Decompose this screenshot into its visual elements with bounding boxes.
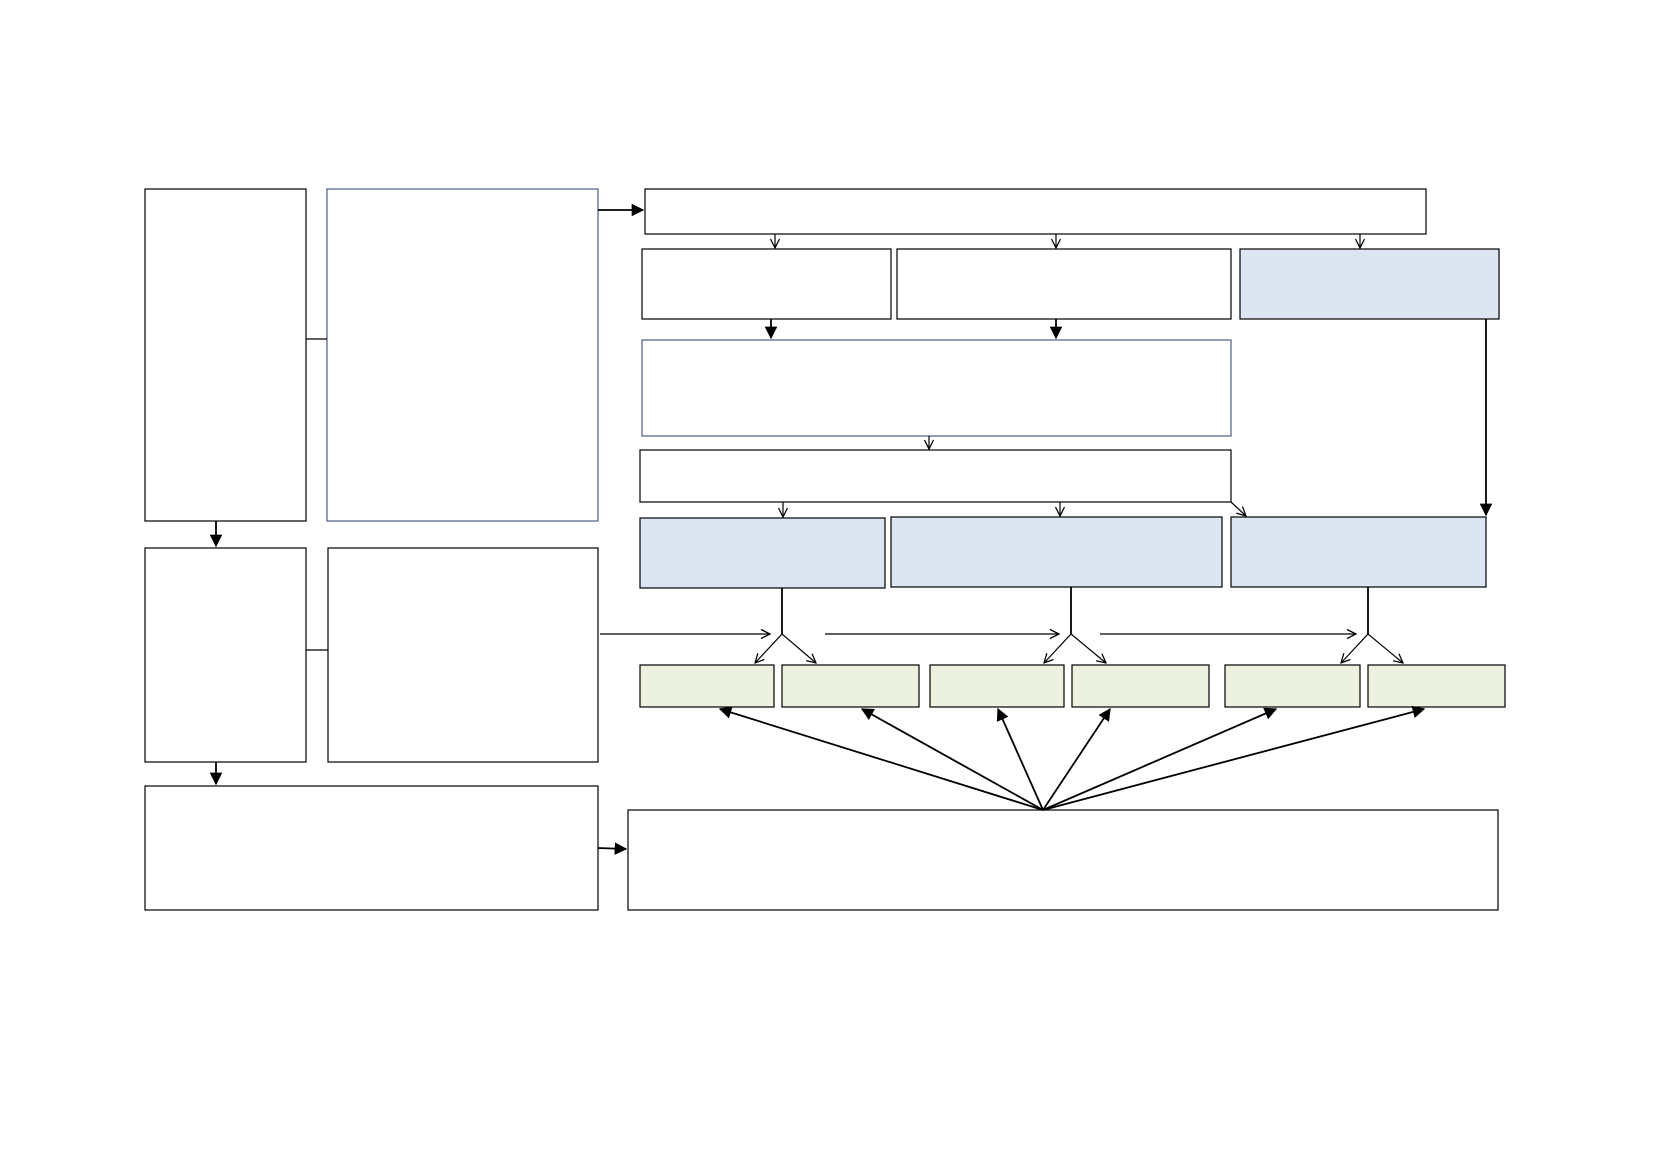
row3-box xyxy=(641,339,1232,437)
arrow-bottom-to-leaf-6 xyxy=(1042,705,1426,811)
fork-row5-a-right xyxy=(781,633,816,663)
arrow-bottom-to-leaf-2 xyxy=(860,708,1044,811)
leaf-4-box xyxy=(1071,664,1210,708)
top-wide-box xyxy=(644,188,1427,235)
fork-row5-b-right xyxy=(1070,633,1106,663)
left-top-detail-box xyxy=(326,188,599,522)
row2-b-box xyxy=(896,248,1232,320)
left-top-box xyxy=(144,188,307,522)
arrow-bottom-to-leaf-4 xyxy=(1042,707,1111,811)
leaf-2-box xyxy=(781,664,920,708)
row5-c-box xyxy=(1230,516,1487,588)
left-middle-detail-box xyxy=(327,547,599,763)
bottom-wide-box xyxy=(627,809,1499,911)
arrow-bottom-to-leaf-5 xyxy=(1042,707,1278,811)
fork-row5-c-left xyxy=(1341,633,1369,663)
row2-c-box xyxy=(1239,248,1500,320)
left-middle-box xyxy=(144,547,307,763)
row2-a-box xyxy=(641,248,892,320)
row5-a-box xyxy=(639,517,886,589)
left-bottom-box xyxy=(144,785,599,911)
arrow-row4-to-row5-c xyxy=(1230,501,1246,516)
row5-b-box xyxy=(890,516,1223,588)
row4-box xyxy=(639,449,1232,503)
leaf-3-box xyxy=(929,664,1065,708)
arrow-bottom-to-leaf-3 xyxy=(996,707,1044,811)
arrow-left-bottom-to-bottom-wide xyxy=(597,842,628,855)
fork-row5-a-left xyxy=(755,633,783,663)
leaf-1-box xyxy=(639,664,775,708)
fork-row5-c-right xyxy=(1367,633,1403,663)
leaf-5-box xyxy=(1224,664,1361,708)
fork-row5-b-left xyxy=(1044,633,1072,663)
leaf-6-box xyxy=(1367,664,1506,708)
arrow-bottom-to-leaf-1 xyxy=(718,706,1044,811)
